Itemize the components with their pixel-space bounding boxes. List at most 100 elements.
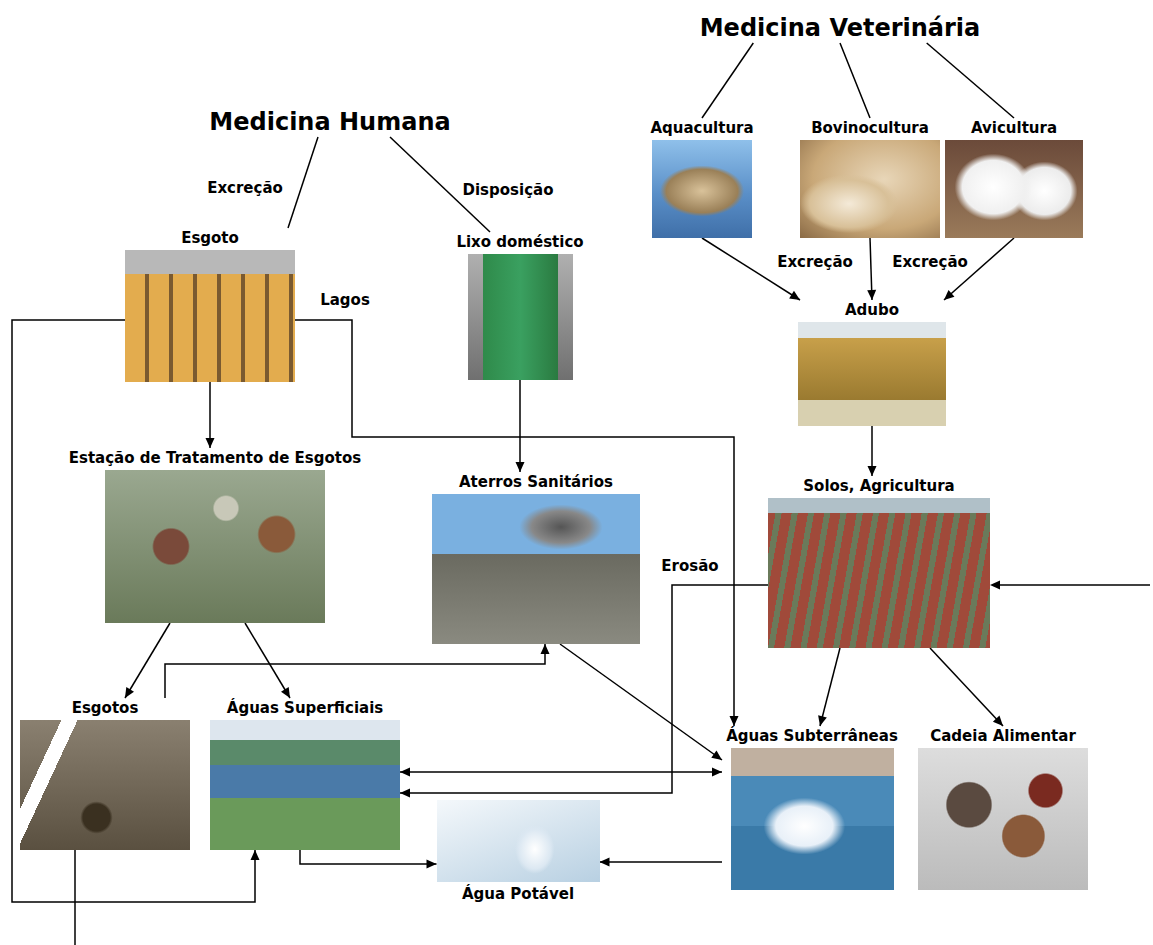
edge-label: Lagos — [318, 291, 372, 309]
node-label: Águas Subterrâneas — [723, 726, 901, 746]
photo — [945, 140, 1083, 238]
arrow-head — [868, 466, 877, 476]
arrow-head — [251, 850, 260, 860]
labelled-picture: Cadeia Alimentar — [918, 726, 1088, 890]
arrow-head — [206, 438, 215, 448]
connector — [600, 858, 723, 867]
connector-line — [165, 644, 545, 698]
photo — [125, 250, 295, 382]
photo — [468, 254, 573, 380]
labelled-picture: Bovinocultura — [800, 118, 940, 238]
connector-line — [820, 648, 840, 726]
photo — [798, 322, 946, 426]
labelled-picture: Adubo — [798, 300, 946, 426]
connector-line — [702, 43, 753, 118]
edge-label: Erosão — [659, 557, 720, 575]
arrow-head — [427, 860, 437, 869]
connector — [165, 644, 550, 698]
connector — [702, 43, 753, 118]
connector — [927, 43, 1014, 118]
connector — [867, 238, 876, 300]
arrow-head — [944, 290, 954, 300]
arrow-head — [712, 768, 722, 777]
connector — [300, 850, 437, 869]
connector — [840, 43, 870, 118]
labelled-picture: Águas Subterrâneas — [722, 726, 902, 890]
arrow-head — [789, 291, 800, 300]
connector-line — [300, 850, 437, 864]
connector — [206, 382, 215, 448]
connector — [245, 623, 290, 698]
arrow-head — [600, 858, 610, 867]
node-label: Bovinocultura — [808, 118, 932, 138]
connector-line — [245, 623, 290, 698]
edge-label: Disposição — [461, 181, 556, 199]
labelled-picture: Medicina Humana — [205, 108, 455, 137]
node-label: Águas Superficiais — [224, 698, 386, 718]
node-label: Avicultura — [968, 118, 1060, 138]
arrow-head — [281, 687, 290, 698]
connector — [560, 644, 722, 760]
connector — [930, 648, 1003, 726]
edge-label: Excreção — [890, 253, 970, 271]
photo — [437, 800, 600, 882]
labelled-picture: Estação de Tratamento de Esgotos — [65, 448, 366, 623]
node-label: Cadeia Alimentar — [927, 726, 1079, 746]
connector-line — [519, 380, 521, 472]
arrow-head — [818, 715, 827, 726]
connector-line — [125, 623, 170, 698]
photo — [731, 748, 894, 890]
labelled-picture: Águas Superficiais — [210, 698, 400, 850]
connector-line — [930, 648, 1003, 726]
arrow-head — [516, 462, 525, 472]
connector — [125, 623, 170, 698]
node-label: Estação de Tratamento de Esgotos — [66, 448, 364, 468]
node-label: Adubo — [842, 300, 902, 320]
connector-line — [288, 137, 318, 228]
node-label: Esgotos — [69, 698, 142, 718]
connector — [818, 648, 840, 726]
node-label: Aterros Sanitários — [456, 472, 616, 492]
connector-line — [600, 861, 723, 863]
arrow-head — [125, 687, 134, 698]
photo — [105, 470, 325, 623]
connector-line — [295, 320, 734, 726]
node-label: Aquacultura — [647, 118, 756, 138]
node-label: Medicina Humana — [206, 108, 453, 137]
node-label: Esgoto — [178, 228, 242, 248]
photo — [800, 140, 940, 238]
node-label: Água Potável — [459, 884, 577, 904]
connector — [516, 380, 525, 472]
photo — [652, 140, 752, 238]
photo — [768, 498, 990, 648]
incoming-line — [1000, 584, 1150, 586]
edge-label: Excreção — [775, 253, 855, 271]
photo — [918, 748, 1088, 890]
arrow-head — [400, 768, 410, 777]
labelled-picture: Água Potável — [437, 800, 600, 904]
labelled-picture: Esgoto — [125, 228, 295, 382]
arrow-head — [730, 716, 739, 726]
node-label: Solos, Agricultura — [800, 476, 957, 496]
arrow-head — [993, 716, 1003, 726]
arrow-head — [990, 581, 1000, 590]
labelled-picture: Esgotos — [20, 698, 190, 850]
connector-line — [400, 771, 722, 773]
connector-line — [927, 43, 1014, 118]
connector — [868, 426, 877, 476]
connector — [400, 768, 722, 777]
connector-line — [840, 43, 870, 118]
labelled-picture: Lixo doméstico — [452, 232, 588, 380]
labelled-picture: Solos, Agricultura — [768, 476, 990, 648]
labelled-picture: Aterros Sanitários — [432, 472, 640, 644]
connector-line — [560, 644, 722, 760]
arrow-head — [867, 290, 876, 300]
labelled-picture: Avicultura — [945, 118, 1083, 238]
arrow-head — [400, 789, 410, 798]
photo — [210, 720, 400, 850]
arrow-head — [711, 751, 722, 760]
labelled-picture: Medicina Veterinária — [696, 14, 985, 43]
node-label: Lixo doméstico — [453, 232, 586, 252]
photo — [432, 494, 640, 644]
